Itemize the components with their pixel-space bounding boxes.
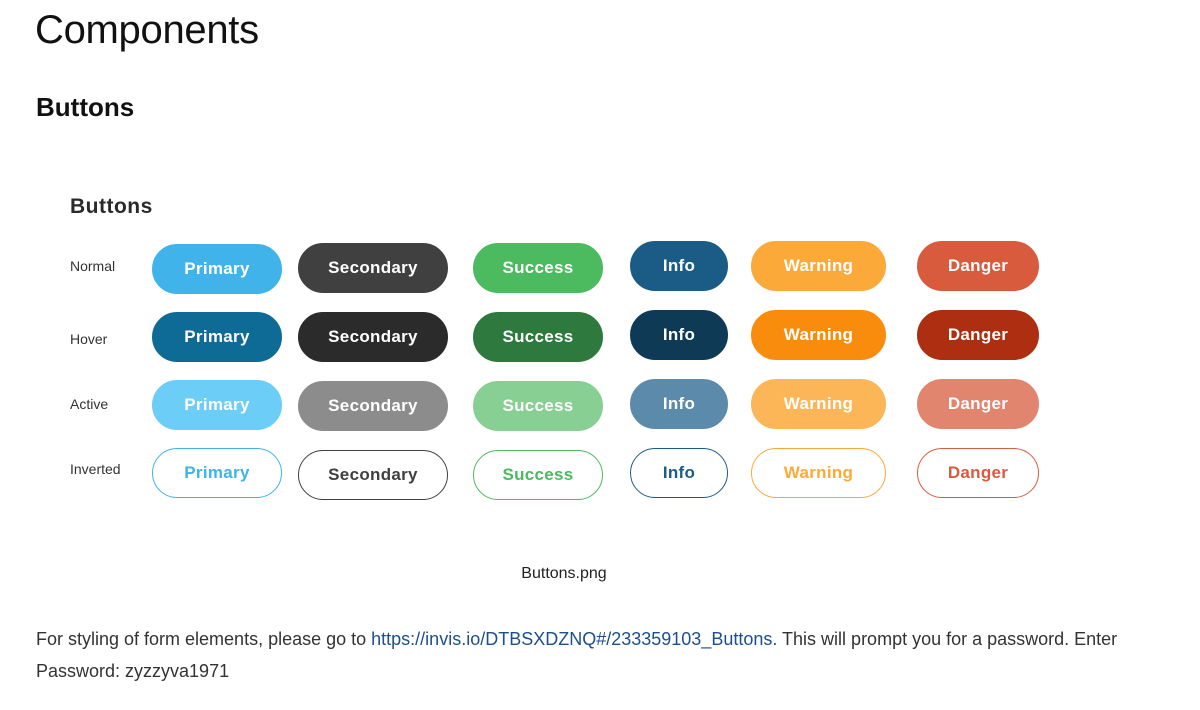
instructions-paragraph: For styling of form elements, please go … — [36, 623, 1136, 687]
row-label-hover: Hover — [70, 331, 108, 347]
image-caption: Buttons.png — [521, 565, 607, 582]
primary-button-normal[interactable]: Primary — [152, 244, 282, 294]
buttons-image: Buttons Normal Primary Secondary Success… — [40, 155, 1090, 545]
info-button-active[interactable]: Info — [630, 379, 728, 429]
secondary-button-inverted[interactable]: Secondary — [298, 450, 448, 500]
instructions-text-before: For styling of form elements, please go … — [36, 629, 372, 649]
secondary-button-normal[interactable]: Secondary — [298, 243, 448, 293]
info-button-inverted[interactable]: Info — [630, 448, 728, 498]
secondary-button-active[interactable]: Secondary — [298, 381, 448, 431]
invision-link[interactable]: https://invis.io/DTBSXDZNQ#/233359103_Bu… — [371, 629, 778, 649]
row-label-active: Active — [70, 396, 109, 412]
row-label-normal: Normal — [70, 258, 116, 274]
primary-button-active[interactable]: Primary — [152, 380, 282, 430]
success-button-hover[interactable]: Success — [473, 312, 603, 362]
danger-button-hover[interactable]: Danger — [917, 310, 1039, 360]
instructions-text-after: This will prompt you for a password. Ent… — [36, 629, 1118, 681]
row-label-inverted: Inverted — [70, 461, 121, 477]
danger-button-active[interactable]: Danger — [917, 379, 1039, 429]
section-title: Buttons — [36, 92, 135, 122]
figure-heading: Buttons — [70, 195, 153, 218]
secondary-button-hover[interactable]: Secondary — [298, 312, 448, 362]
info-button-hover[interactable]: Info — [630, 310, 728, 360]
success-button-normal[interactable]: Success — [473, 243, 603, 293]
info-button-normal[interactable]: Info — [630, 241, 728, 291]
success-button-inverted[interactable]: Success — [473, 450, 603, 500]
warning-button-active[interactable]: Warning — [751, 379, 886, 429]
success-button-active[interactable]: Success — [473, 381, 603, 431]
warning-button-inverted[interactable]: Warning — [751, 448, 886, 498]
warning-button-normal[interactable]: Warning — [751, 241, 886, 291]
danger-button-inverted[interactable]: Danger — [917, 448, 1039, 498]
danger-button-normal[interactable]: Danger — [917, 241, 1039, 291]
page-title: Components — [35, 8, 259, 52]
warning-button-hover[interactable]: Warning — [751, 310, 886, 360]
primary-button-inverted[interactable]: Primary — [152, 448, 282, 498]
primary-button-hover[interactable]: Primary — [152, 312, 282, 362]
